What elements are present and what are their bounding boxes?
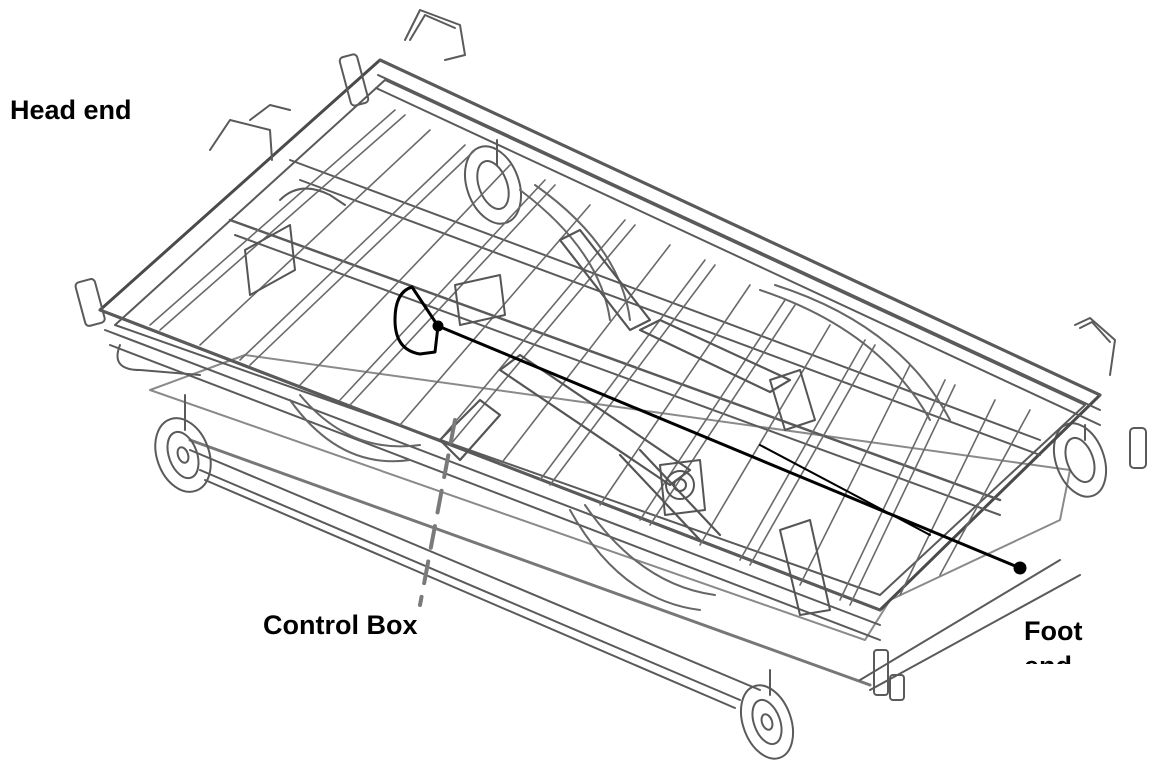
upper-frame	[98, 58, 1102, 641]
foot-posts	[873, 649, 905, 701]
caster-foot-right	[1052, 422, 1108, 498]
deck-slats	[149, 109, 1031, 606]
base-chassis	[149, 354, 1081, 709]
foot-end-label: Foot end	[1024, 616, 1083, 664]
caster-head-right	[463, 139, 523, 225]
head-end-label: Head end	[10, 95, 132, 125]
actuator-struts	[438, 228, 792, 542]
caster-wheels	[154, 139, 1108, 760]
caster-head-left	[154, 394, 212, 493]
lift-arms	[289, 184, 951, 611]
foot-end-handles	[1074, 317, 1147, 469]
control-box-callout	[393, 285, 1027, 575]
caster-foot-left	[739, 669, 795, 760]
head-end-handles	[74, 9, 466, 376]
bracket-plates	[244, 224, 831, 616]
dashed-leader	[418, 418, 457, 607]
control-box-label: Control Box	[263, 610, 418, 640]
